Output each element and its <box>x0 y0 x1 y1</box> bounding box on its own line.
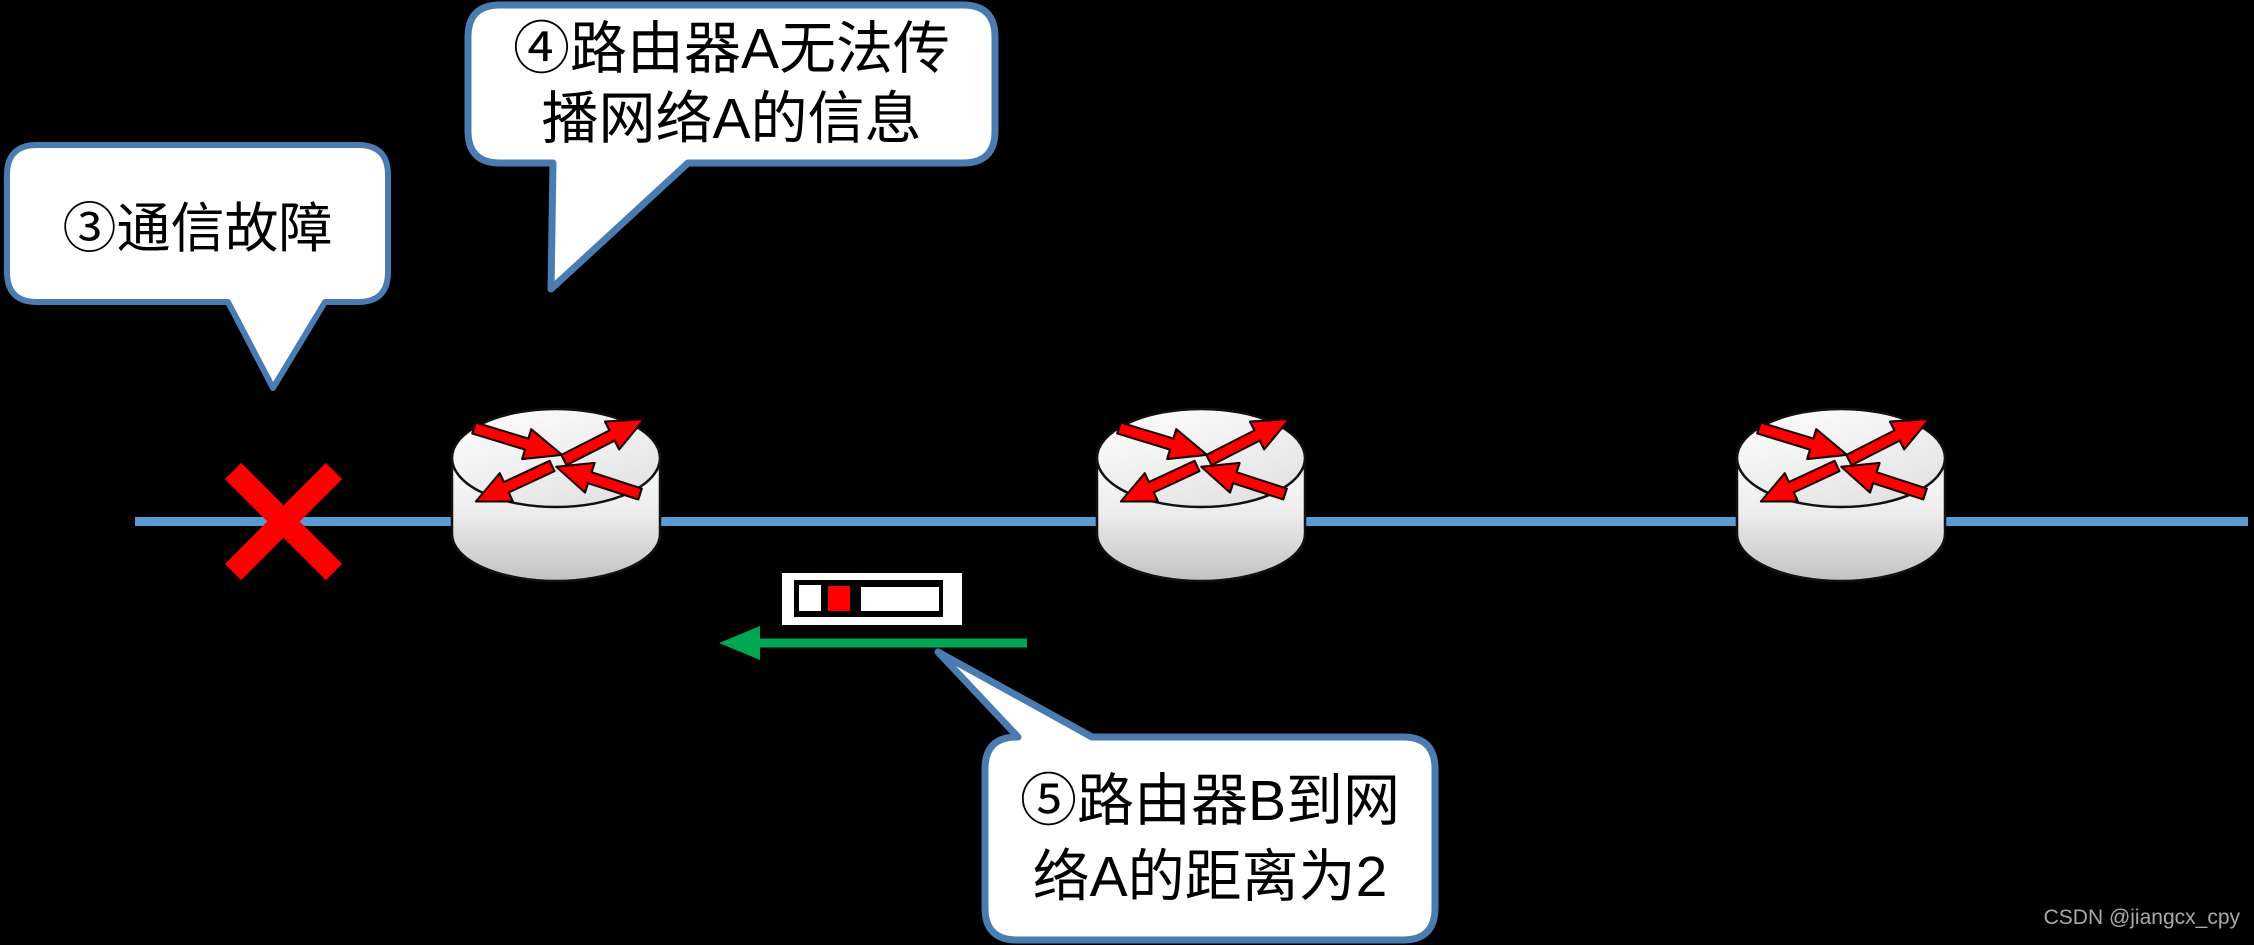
callout-router-b-line2: 络A的距离为2 <box>1032 844 1388 909</box>
router-c-icon <box>1737 405 1945 581</box>
packet-distance-field <box>828 586 850 611</box>
callout-router-a-line2: 播网络A的信息 <box>541 87 922 151</box>
callout-router-b-bubble <box>934 648 1439 944</box>
csdn-watermark: CSDN @jiangcx_cpy <box>2043 906 2240 929</box>
link-failure-x-icon <box>224 462 343 581</box>
callout-router-a-line1: ④路由器A无法传 <box>512 17 951 81</box>
callout-fault-bubble <box>4 142 391 391</box>
callout-router-b-line1: ⑤路由器B到网 <box>1019 768 1401 833</box>
callout-router-b-text: ⑤路由器B到网 络A的距离为2 <box>985 737 1435 940</box>
packet-direction-arrow-icon <box>719 626 1027 660</box>
rip-packet-icon <box>782 573 962 625</box>
router-b-icon <box>1097 405 1305 581</box>
callout-fault-text: ③通信故障 <box>7 145 388 302</box>
callout-router-a-text: ④路由器A无法传 播网络A的信息 <box>468 5 995 163</box>
callout-fault-line: ③通信故障 <box>62 199 333 259</box>
callout-router-a-bubble <box>464 1 999 293</box>
router-a-icon <box>452 405 660 581</box>
